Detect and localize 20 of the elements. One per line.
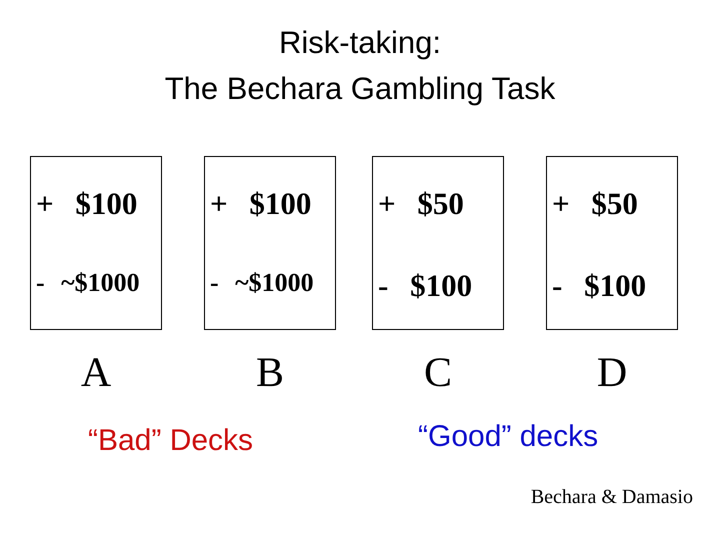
amount-text: + $50 bbox=[378, 187, 464, 222]
amount-text: + $100 bbox=[210, 187, 312, 222]
card-deck bbox=[372, 156, 504, 330]
amount-text: + $100 bbox=[36, 187, 138, 222]
group-caption: “Bad” Decks bbox=[88, 424, 254, 458]
amount-text: + $50 bbox=[552, 187, 638, 222]
deck-letter: B bbox=[254, 352, 285, 394]
card-deck bbox=[546, 156, 678, 330]
amount-text: - $100 bbox=[552, 269, 646, 304]
card-deck bbox=[204, 156, 336, 330]
deck-letter: A bbox=[80, 352, 112, 394]
amount-text: - $100 bbox=[378, 269, 472, 304]
citation: Bechara & Damasio bbox=[530, 486, 693, 509]
group-caption: “Good” decks bbox=[418, 420, 598, 454]
card-deck bbox=[30, 156, 162, 330]
deck-letter: C bbox=[422, 352, 453, 394]
title: Risk-taking: The Bechara Gambling Task bbox=[164, 24, 556, 108]
deck-letter: D bbox=[596, 352, 628, 394]
amount-text: - ~$1000 bbox=[36, 269, 140, 298]
amount-text: - ~$1000 bbox=[210, 269, 314, 298]
